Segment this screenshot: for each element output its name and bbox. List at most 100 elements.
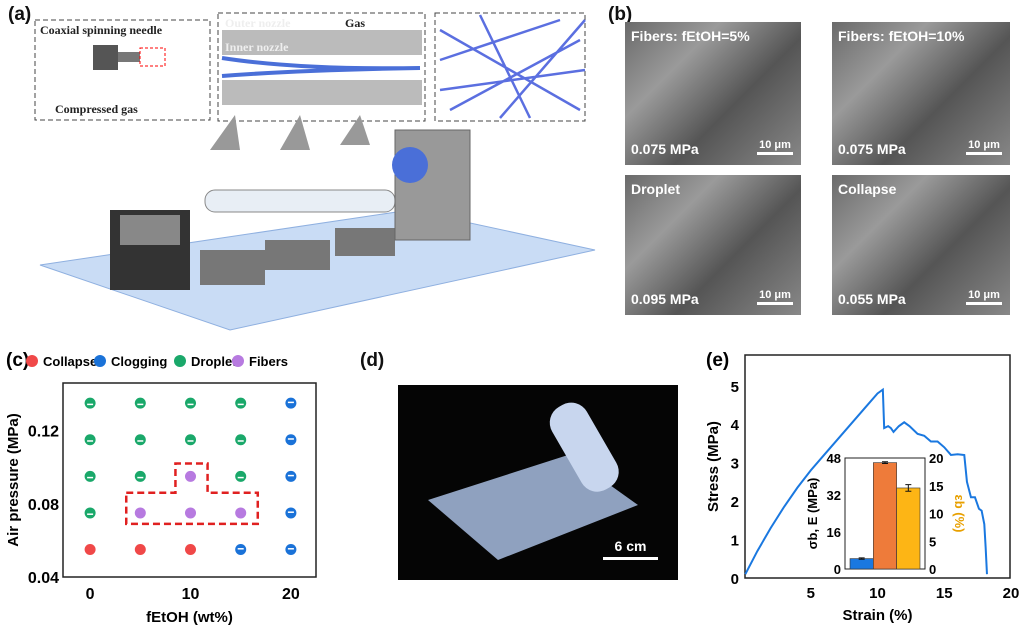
compressed-gas-label: Compressed gas [55, 102, 138, 116]
point-marker-detail [87, 403, 94, 406]
y-tick-label: 0.08 [28, 497, 59, 514]
point-marker-detail [287, 548, 294, 550]
needle-label: Coaxial spinning needle [40, 23, 163, 37]
legend-label: Collapse [43, 354, 97, 369]
y-tick-label: 5 [731, 379, 739, 396]
panel-c-label: (c) [6, 350, 29, 371]
error-bar [882, 461, 888, 465]
outer-nozzle-label: Outer nozzle [225, 16, 291, 30]
point-marker-detail [287, 511, 294, 513]
data-point-fibers [185, 507, 197, 519]
panel-a-label: (a) [8, 4, 32, 25]
legend-marker [174, 355, 186, 367]
point-marker-detail [237, 548, 244, 550]
data-point-droplet [84, 470, 96, 482]
membrane-photo: 6 cm [398, 385, 678, 580]
panel-e-label: (e) [706, 350, 729, 371]
data-point-droplet [235, 434, 247, 446]
inset-right-tick: 0 [929, 562, 936, 577]
y-tick-label: 4 [731, 417, 740, 434]
data-point-droplet [84, 397, 96, 409]
point-marker-detail [237, 440, 244, 442]
point-marker-detail [187, 440, 194, 442]
inset-left-axis-title: σb, E (MPa) [805, 478, 820, 550]
legend-marker [232, 355, 244, 367]
x-tick-label: 20 [1003, 585, 1020, 602]
inset-left-tick: 16 [827, 525, 841, 540]
point-marker-detail [137, 440, 144, 442]
data-point-clogging [285, 397, 297, 409]
data-point-droplet [235, 397, 247, 409]
point-marker-detail [237, 476, 244, 479]
y-tick-label: 0.04 [28, 570, 59, 587]
data-point-clogging [235, 544, 247, 556]
point-marker-detail [287, 401, 294, 404]
inset-bar-εb [896, 487, 921, 570]
data-point-droplet [185, 434, 197, 446]
legend-marker [94, 355, 106, 367]
point-marker-detail [137, 403, 144, 406]
inset-right-axis-title: εb (%) [952, 495, 967, 533]
x-tick-label: 15 [936, 585, 953, 602]
x-tick-label: 10 [182, 586, 200, 603]
data-point-droplet [185, 397, 197, 409]
data-point-droplet [134, 434, 146, 446]
legend-marker [26, 355, 38, 367]
data-point-droplet [134, 397, 146, 409]
inset-left-tick: 32 [827, 488, 841, 503]
point-marker-detail [287, 438, 294, 440]
x-axis-title: Strain (%) [842, 607, 912, 624]
data-point-fibers [134, 507, 146, 519]
inset-right-tick: 15 [929, 479, 943, 494]
point-marker-detail [87, 476, 94, 479]
data-point-droplet [84, 434, 96, 446]
inset-bar-σb [849, 558, 874, 570]
y-tick-label: 0 [731, 571, 739, 588]
error-bar [905, 484, 912, 492]
y-tick-label: 3 [731, 456, 739, 473]
panel-d-label: (d) [360, 350, 385, 371]
error-bar [858, 557, 865, 560]
legend-label: Fibers [249, 354, 288, 369]
point-marker-detail [187, 403, 194, 406]
inset-right-tick: 20 [929, 451, 943, 466]
inset-left-tick: 0 [834, 562, 841, 577]
inset-left-tick: 48 [827, 451, 841, 466]
point-marker-detail [137, 476, 144, 479]
stress-strain-curve [744, 387, 988, 575]
point-marker-detail [237, 403, 244, 406]
inner-nozzle-label: Inner nozzle [225, 40, 289, 54]
point-marker-detail [287, 474, 294, 477]
fibers-region-outline [125, 462, 260, 526]
y-axis-title: Stress (MPa) [705, 421, 722, 512]
scale-bar-label: 6 cm [614, 538, 647, 554]
legend-label: Clogging [111, 354, 167, 369]
data-point-fibers [235, 507, 247, 519]
plot-frame [744, 354, 1011, 579]
data-point-droplet [235, 470, 247, 482]
x-tick-label: 5 [807, 585, 815, 602]
point-marker-detail [87, 513, 94, 515]
data-point-clogging [285, 544, 297, 556]
point-marker-detail [87, 440, 94, 442]
inset-bar-E [873, 462, 897, 570]
y-tick-label: 2 [731, 494, 739, 511]
y-tick-label: 0.12 [28, 424, 59, 441]
inset-right-tick: 10 [929, 507, 943, 522]
x-tick-label: 20 [282, 586, 300, 603]
x-axis-title: fEtOH (wt%) [146, 609, 233, 626]
data-point-fibers [185, 470, 197, 482]
data-point-droplet [134, 470, 146, 482]
y-axis-title: Air pressure (MPa) [5, 413, 22, 546]
y-tick-label: 1 [731, 533, 739, 550]
legend-label: Droplet [191, 354, 237, 369]
data-point-droplet [84, 507, 96, 519]
setup-illustration [0, 0, 600, 335]
panel-b-label: (b) [608, 4, 633, 25]
